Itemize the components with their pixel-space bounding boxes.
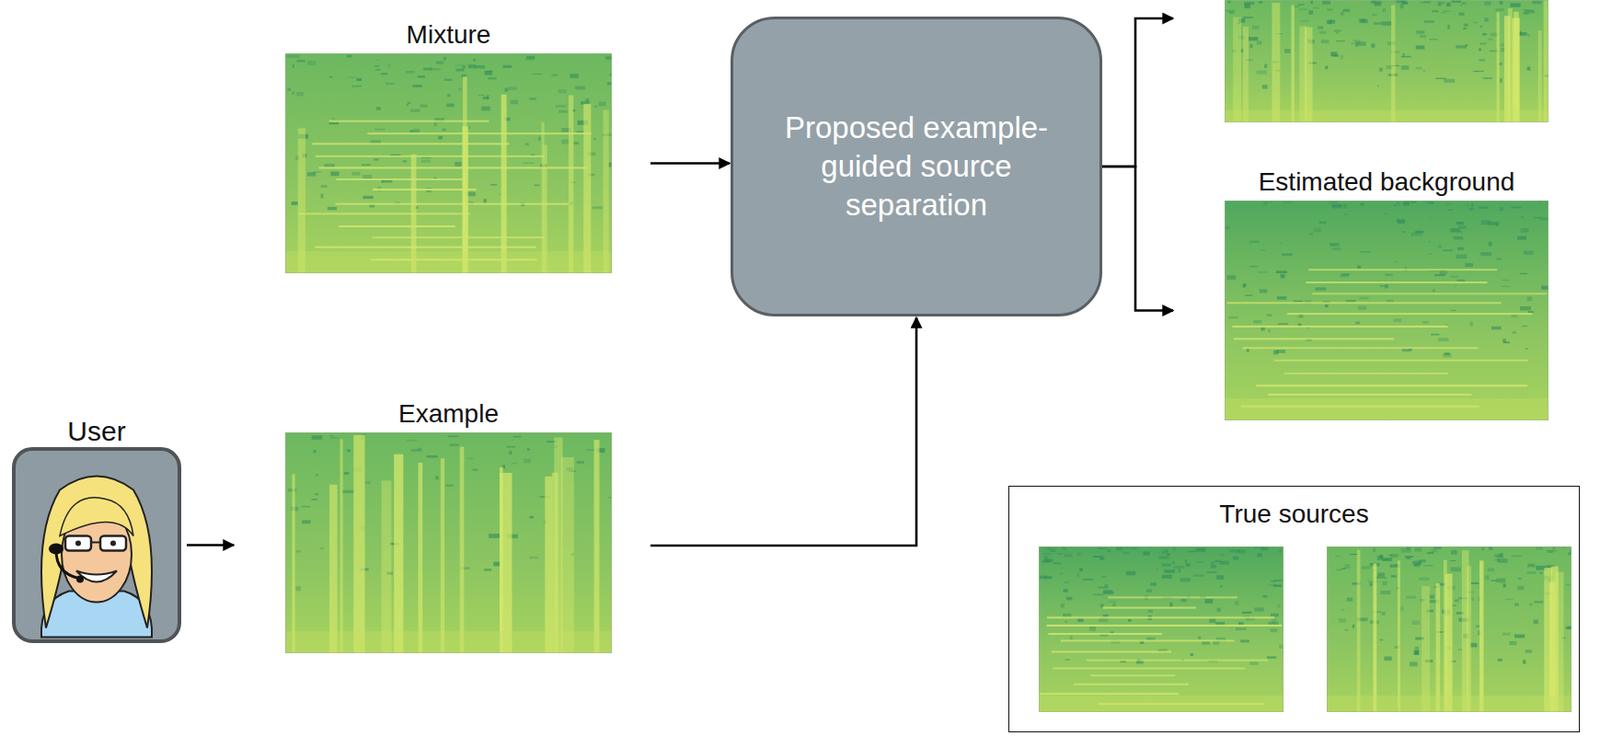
spectrogram-image: [285, 53, 612, 274]
spectrogram-image: [1224, 200, 1549, 421]
spectrogram-image: [1326, 546, 1572, 713]
spectrogram-image: [1224, 0, 1549, 123]
spectrogram-title: Example: [248, 399, 649, 429]
process-label: Proposed example-guided source separatio…: [782, 108, 1050, 226]
arrow-connector: [650, 161, 730, 165]
box-title: True sources: [1009, 499, 1579, 530]
spectrogram-title: Estimated background: [1187, 167, 1586, 197]
true-sources-box: True sources: [1008, 485, 1580, 733]
user-face-icon: [15, 450, 178, 640]
user-title: User: [0, 415, 215, 448]
arrow-connector: [1102, 166, 1174, 311]
spectrogram-image: [285, 432, 612, 654]
mixture-spectrogram: Mixture: [285, 53, 612, 274]
arrow-connector: [1102, 18, 1174, 167]
estimated-background-spectrogram: Estimated background: [1224, 200, 1549, 421]
process-box: Proposed example-guided source separatio…: [730, 16, 1103, 317]
arrow-connector: [650, 317, 917, 546]
estimated-spectrogram: [1224, 0, 1549, 123]
example-spectrogram: Example: [285, 432, 612, 654]
spectrogram-image: [1038, 546, 1284, 713]
user-box: User: [11, 447, 182, 644]
arrow-connector: [186, 543, 234, 547]
spectrogram-title: Mixture: [248, 20, 649, 50]
